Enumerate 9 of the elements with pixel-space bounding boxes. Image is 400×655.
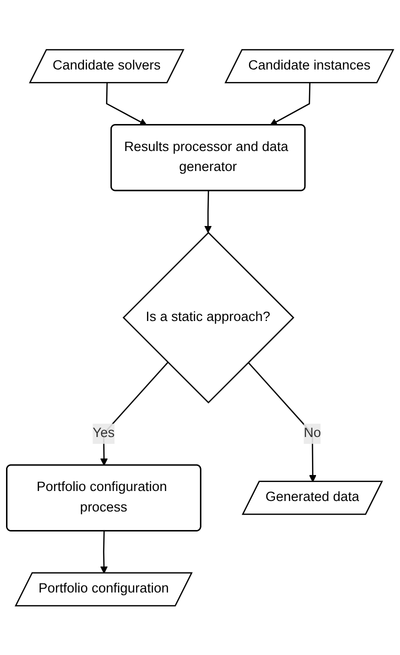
arrow	[100, 530, 108, 574]
edge-label: No	[304, 426, 321, 440]
arrow	[248, 362, 316, 482]
arrow	[106, 82, 147, 126]
arrow	[270, 82, 310, 126]
arrow	[204, 190, 212, 233]
edge-label: Yes	[92, 426, 115, 440]
arrow	[100, 362, 168, 466]
node-diamond: Is a static approach?	[122, 232, 294, 404]
